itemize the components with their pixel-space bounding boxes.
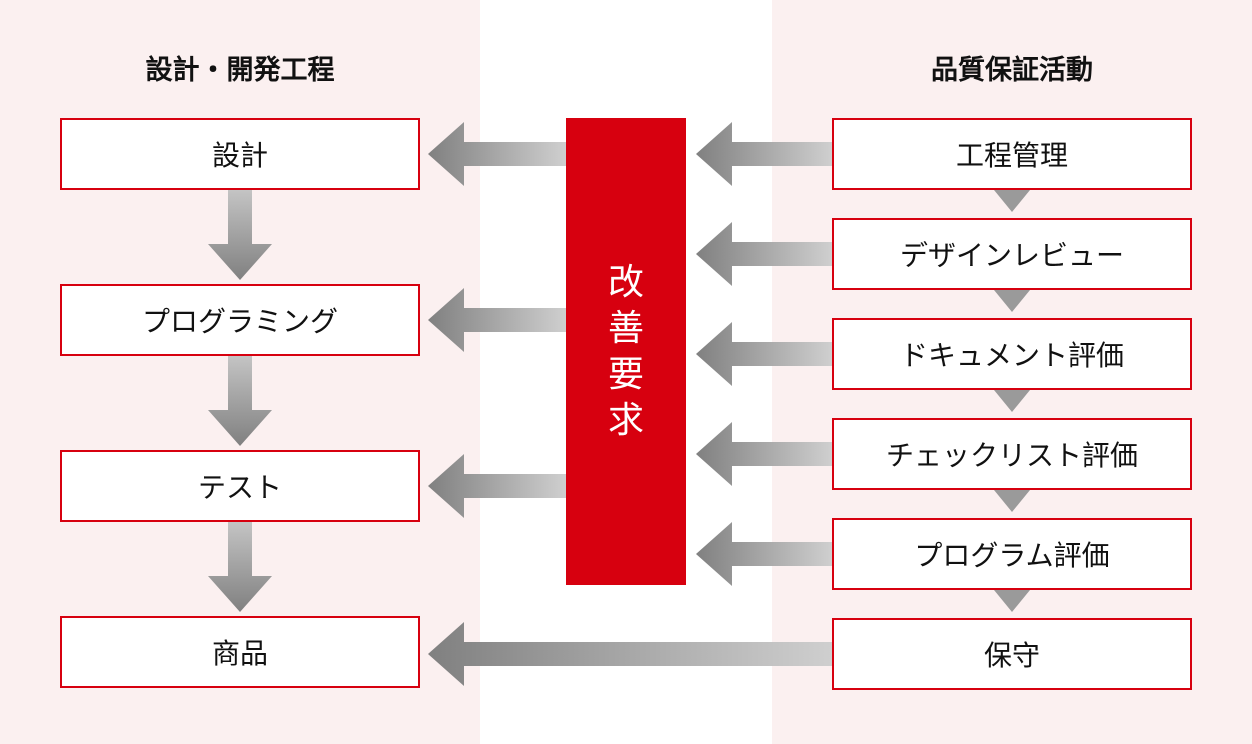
down-arrow [208, 522, 272, 612]
left-heading: 設計・開発工程 [145, 55, 335, 86]
down-arrow [208, 190, 272, 280]
left-step-design: 設計 [60, 118, 420, 190]
right-step-program-review: プログラム評価 [832, 518, 1192, 590]
left-step-programming: プログラミング [60, 284, 420, 356]
left-arrow [696, 222, 832, 286]
label-char: 要 [607, 353, 644, 395]
left-arrow [696, 122, 832, 186]
label-char: 善 [607, 307, 644, 349]
right-heading: 品質保証活動 [931, 55, 1093, 86]
left-arrow [428, 288, 566, 352]
right-step-document-review: ドキュメント評価 [832, 318, 1192, 390]
small-down-triangle [994, 190, 1030, 212]
right-step-design-review: デザインレビュー [832, 218, 1192, 290]
right-step-maintenance: 保守 [832, 618, 1192, 690]
left-arrow [428, 454, 566, 518]
small-down-triangle [994, 290, 1030, 312]
left-arrow [696, 522, 832, 586]
left-step-test: テスト [60, 450, 420, 522]
down-arrow [208, 356, 272, 446]
left-arrow [428, 122, 566, 186]
right-step-process-management: 工程管理 [832, 118, 1192, 190]
left-arrow [428, 622, 832, 686]
left-arrow [696, 322, 832, 386]
left-arrow [696, 422, 832, 486]
small-down-triangle [994, 590, 1030, 612]
left-step-product: 商品 [60, 616, 420, 688]
small-down-triangle [994, 390, 1030, 412]
small-down-triangle [994, 490, 1030, 512]
label-char: 改 [607, 261, 644, 303]
improvement-request-bar: 改 善 要 求 [566, 118, 686, 585]
right-step-checklist-review: チェックリスト評価 [832, 418, 1192, 490]
label-char: 求 [607, 399, 644, 441]
